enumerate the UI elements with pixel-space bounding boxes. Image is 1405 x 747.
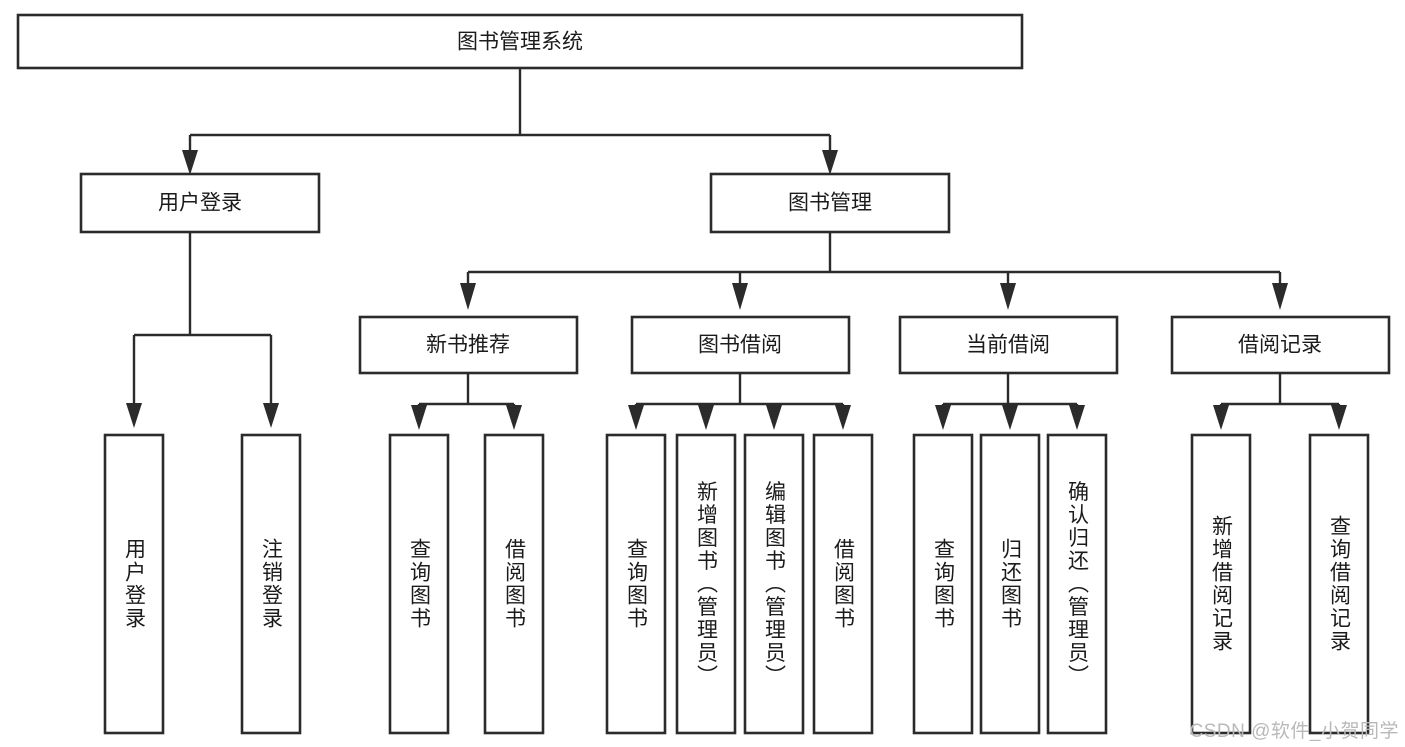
leaf-node-cb-confirm-return-admin[interactable]: 确认归还（管理员）: [1046, 433, 1108, 735]
leaf-bb-borrow-book-label: 借阅图书: [832, 538, 856, 630]
node-book-borrow-label: 图书借阅: [698, 334, 782, 357]
connector-group-new-book: [411, 373, 522, 430]
leaf-bb-edit-book-label: 编辑图书（管理员）: [763, 481, 787, 688]
node-current-borrow-box[interactable]: [898, 315, 1119, 375]
leaf-cb-return-book-box[interactable]: [979, 433, 1041, 735]
node-book-borrow-box[interactable]: [630, 315, 851, 375]
arrow-head-cb-leaf-2: [1002, 405, 1018, 430]
node-book-management-box[interactable]: [709, 172, 951, 234]
arrow-head-cb-leaf-1: [935, 405, 951, 430]
connector-group-current-borrow: [935, 373, 1085, 430]
leaf-bb-add-book-box[interactable]: [675, 433, 737, 735]
leaf-nb-borrow-book-label: 借阅图书: [503, 538, 527, 630]
node-new-book-recommend-box[interactable]: [358, 315, 579, 375]
arrow-head-leaf-user-login: [126, 403, 142, 428]
node-book-management-label: 图书管理: [788, 192, 872, 215]
leaf-bb-edit-book-box[interactable]: [743, 433, 805, 735]
node-user-login-label: 用户登录: [158, 192, 242, 215]
arrow-head-bb-leaf-3: [766, 405, 782, 430]
node-user-login[interactable]: 用户登录: [79, 172, 321, 234]
connector-group-book-borrow: [628, 373, 851, 430]
connector-group-book-mgmt: [460, 232, 1288, 310]
leaf-nb-query-book-box[interactable]: [388, 433, 450, 735]
leaf-logout-label: 注销登录: [260, 538, 284, 630]
leaf-node-br-query-record[interactable]: 查询借阅记录: [1308, 433, 1370, 735]
node-borrow-record[interactable]: 借阅记录: [1170, 315, 1391, 375]
leaf-node-cb-query-book[interactable]: 查询图书: [912, 433, 974, 735]
arrow-head-bb-leaf-2: [698, 405, 714, 430]
arrow-head-br-leaf-2: [1331, 405, 1347, 430]
leaf-node-nb-query-book[interactable]: 查询图书: [388, 433, 450, 735]
leaf-cb-return-book-label: 归还图书: [999, 538, 1023, 630]
leaf-nb-query-book-label: 查询图书: [408, 538, 432, 630]
node-user-login-box[interactable]: [79, 172, 321, 234]
leaf-bb-add-book-label: 新增图书（管理员）: [695, 481, 719, 688]
node-new-book-recommend[interactable]: 新书推荐: [358, 315, 579, 375]
arrow-head-cb-leaf-3: [1069, 405, 1085, 430]
connector-group-root: [182, 68, 838, 175]
leaf-bb-query-book-box[interactable]: [605, 433, 667, 735]
leaf-br-add-record-label: 新增借阅记录: [1210, 515, 1234, 653]
arrow-head-leaf-logout: [263, 403, 279, 428]
leaf-node-bb-borrow-book[interactable]: 借阅图书: [812, 433, 874, 735]
arrow-head-borrow-record: [1272, 283, 1288, 310]
arrow-head-nb-leaf-2: [506, 405, 522, 430]
leaf-cb-confirm-return-label: 确认归还（管理员）: [1066, 481, 1090, 688]
arrow-head-new-book: [460, 283, 476, 310]
arrow-head-br-leaf-1: [1213, 405, 1229, 430]
node-book-borrow[interactable]: 图书借阅: [630, 315, 851, 375]
node-root-book-management-system[interactable]: 图书管理系统: [16, 13, 1024, 70]
leaf-nb-borrow-book-box[interactable]: [483, 433, 545, 735]
leaf-cb-confirm-return-box[interactable]: [1046, 433, 1108, 735]
arrow-head-bb-leaf-1: [628, 405, 644, 430]
arrow-head-book-mgmt: [822, 150, 838, 175]
leaf-user-login-box[interactable]: [103, 433, 165, 735]
leaf-br-add-record-box[interactable]: [1190, 433, 1252, 735]
node-root-label: 图书管理系统: [457, 31, 583, 54]
node-current-borrow[interactable]: 当前借阅: [898, 315, 1119, 375]
leaf-node-cb-return-book[interactable]: 归还图书: [979, 433, 1041, 735]
leaf-node-nb-borrow-book[interactable]: 借阅图书: [483, 433, 545, 735]
leaf-user-login-label: 用户登录: [123, 538, 147, 630]
leaf-bb-query-book-label: 查询图书: [625, 538, 649, 630]
arrow-head-current-borrow: [1000, 283, 1016, 310]
arrow-head-book-borrow: [732, 283, 748, 310]
node-book-management[interactable]: 图书管理: [709, 172, 951, 234]
arrow-head-bb-leaf-4: [835, 405, 851, 430]
leaf-node-br-add-record[interactable]: 新增借阅记录: [1190, 433, 1252, 735]
leaf-cb-query-book-label: 查询图书: [932, 538, 956, 630]
leaf-bb-borrow-book-box[interactable]: [812, 433, 874, 735]
node-root-box[interactable]: [16, 13, 1024, 70]
leaf-cb-query-book-box[interactable]: [912, 433, 974, 735]
leaf-br-query-record-label: 查询借阅记录: [1328, 515, 1352, 653]
node-new-book-recommend-label: 新书推荐: [426, 334, 510, 357]
node-borrow-record-box[interactable]: [1170, 315, 1391, 375]
connector-group-user-login: [126, 232, 279, 428]
leaf-node-user-login-action[interactable]: 用户登录: [103, 433, 165, 735]
leaf-node-logout[interactable]: 注销登录: [240, 433, 302, 735]
leaf-br-query-record-box[interactable]: [1308, 433, 1370, 735]
leaf-node-bb-edit-book-admin[interactable]: 编辑图书（管理员）: [743, 433, 805, 735]
node-current-borrow-label: 当前借阅: [966, 334, 1050, 357]
node-borrow-record-label: 借阅记录: [1238, 334, 1322, 357]
leaf-node-bb-add-book-admin[interactable]: 新增图书（管理员）: [675, 433, 737, 735]
arrow-head-user-login: [182, 150, 198, 175]
leaf-logout-box[interactable]: [240, 433, 302, 735]
leaf-node-bb-query-book[interactable]: 查询图书: [605, 433, 667, 735]
connector-group-borrow-record: [1213, 373, 1347, 430]
arrow-head-nb-leaf-1: [411, 405, 427, 430]
